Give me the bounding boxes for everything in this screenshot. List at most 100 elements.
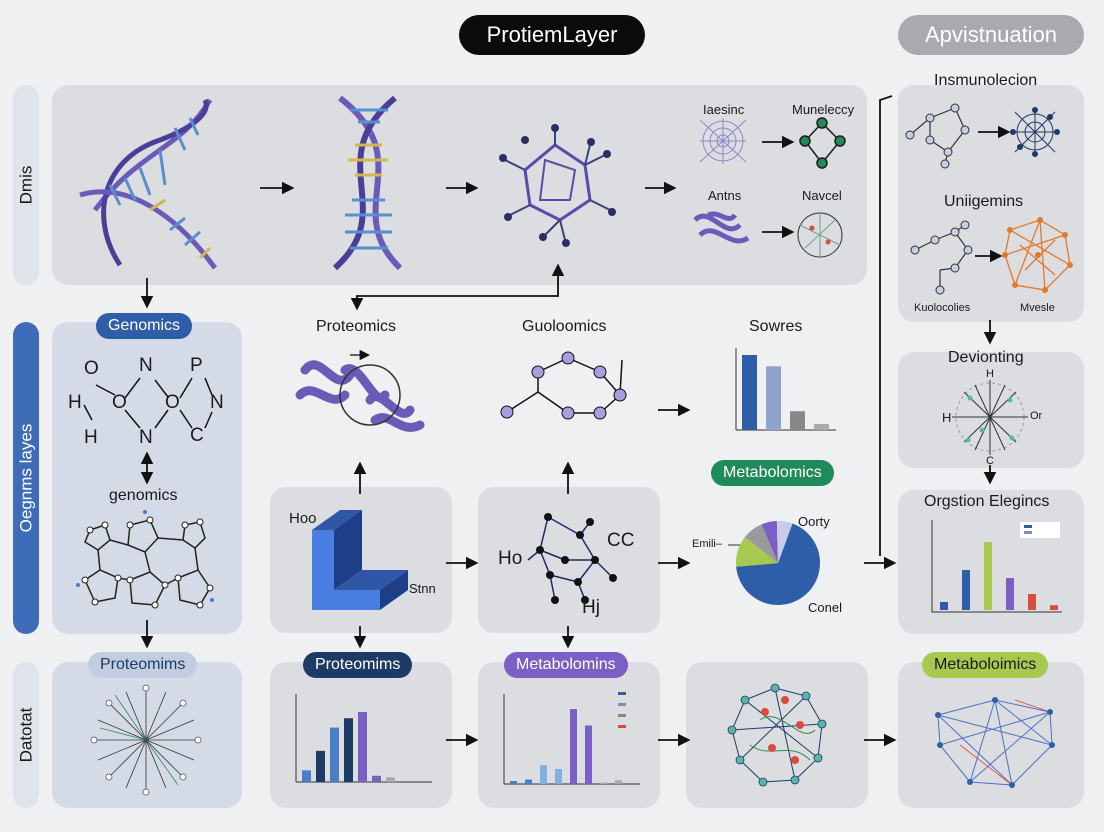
- molecule-label-hj: Hj: [582, 597, 600, 618]
- right-network-1: [909, 107, 966, 165]
- pie-slice: [776, 521, 793, 563]
- genomics-rings-icon: [84, 519, 211, 606]
- row-label-bottom: Datotat: [13, 662, 39, 808]
- radial-label-left: H: [942, 410, 952, 425]
- right-title-2: Uniigemins: [944, 193, 1024, 210]
- proteomics-label: Proteomics: [316, 318, 397, 335]
- chart-bar: [1028, 594, 1036, 610]
- top-row-arrows: [260, 135, 795, 239]
- app-title: ProtiemLayer: [459, 15, 645, 55]
- protein-network-nodes: [499, 124, 616, 247]
- bottom-bar-chart-2: [510, 709, 622, 784]
- right-panel-arrows: [975, 125, 1011, 263]
- bottom-tag-3: Metabolomins: [504, 652, 628, 678]
- atom-p: P: [190, 355, 203, 376]
- mesh-icon-2: [797, 212, 843, 258]
- atom-o-1: O: [84, 358, 99, 379]
- genomics-structure-lines: [83, 377, 213, 429]
- pie-slice: [761, 521, 778, 563]
- genomics-ring-atoms: [81, 516, 214, 609]
- web-network-icon: [937, 699, 1053, 786]
- proteomics-ribbon-outline: [339, 349, 401, 426]
- atom-n-3: N: [139, 427, 153, 448]
- top-label-c: Antns: [708, 188, 742, 203]
- guoloomics-label: Guoloomics: [522, 318, 607, 335]
- bottom-bar-chart-1: [302, 712, 395, 782]
- radial-label-top: H: [986, 368, 994, 380]
- right-title-4: Orgstion Elegincs: [924, 493, 1050, 510]
- atom-o-3: O: [165, 392, 180, 413]
- chart-bar: [555, 769, 562, 784]
- row-label-middle: Oegnms layes: [13, 322, 39, 634]
- chart-bar: [1006, 578, 1014, 610]
- chart-bar: [540, 765, 547, 784]
- chart-bar: [316, 750, 325, 782]
- chart-bar: [600, 782, 607, 784]
- circular-network-icon: [731, 687, 823, 783]
- block-3d-icon: [312, 510, 408, 610]
- side-title: Apvistnuation: [898, 15, 1084, 55]
- chart-bar: [814, 424, 829, 430]
- diamond-network-icon: [799, 117, 846, 169]
- chart-bar: [525, 779, 532, 784]
- atom-h-1: H: [68, 392, 82, 413]
- dna-helix-icon-2: [333, 95, 403, 271]
- radial-label-bottom: C: [986, 455, 994, 467]
- chart-bar: [330, 727, 339, 782]
- right-network-2: [914, 224, 969, 290]
- chart-bar: [962, 570, 970, 610]
- pie-slice: [744, 524, 778, 563]
- pie-slice: [736, 537, 778, 567]
- chart-bar: [585, 725, 592, 784]
- proteomics-connector-arrow: [350, 263, 565, 311]
- atom-n-2: N: [210, 392, 224, 413]
- right-panel-2: [898, 352, 1084, 468]
- row-label-top: Dmis: [13, 85, 39, 285]
- orgstion-legend: [1020, 522, 1060, 538]
- radial-label-right: Or: [1030, 410, 1043, 422]
- top-panel: [52, 85, 867, 285]
- guoloomics-network-nodes: [500, 351, 627, 420]
- chart-bar: [510, 781, 517, 784]
- right-bracket-line: [879, 95, 893, 556]
- molecule-network-lines: [527, 516, 614, 601]
- proteomics-ribbon-icon: [295, 360, 425, 432]
- atom-o-2: O: [112, 392, 127, 413]
- chart-bar: [1050, 605, 1058, 610]
- top-label-b: Muneleccy: [792, 102, 855, 117]
- pie-label-emili: Emili–: [692, 538, 722, 550]
- chart-bar: [790, 411, 805, 430]
- bottom-tag-2: Proteomims: [303, 652, 413, 678]
- sowres-chart: [742, 355, 829, 430]
- pie-slice: [736, 523, 821, 605]
- genomics-text: genomics: [109, 487, 178, 504]
- top-label-a: Iaesinc: [703, 102, 745, 117]
- dna-helix-icon-1: [79, 98, 218, 270]
- orange-mesh-icon: [1004, 219, 1071, 291]
- protein-network-icon: [504, 130, 611, 241]
- bottom-tag-4: Metaboloimics: [922, 652, 1049, 678]
- chart-bar: [372, 775, 381, 782]
- block-label-2: Stnn: [409, 581, 436, 596]
- chart-bar: [570, 709, 577, 784]
- chart-bar: [940, 602, 948, 610]
- metabolomics-tag: Metabolomics: [711, 460, 834, 486]
- genomics-tag: Genomics: [96, 313, 193, 339]
- chart-bar: [358, 712, 367, 782]
- starburst-icon: [94, 688, 198, 792]
- molecule-network-nodes: [536, 513, 617, 604]
- guoloomics-network-lines: [506, 357, 623, 414]
- radial-diagram-icon: [952, 380, 1028, 455]
- chart-bar: [615, 780, 622, 784]
- right-sub-right: Mvesle: [1020, 302, 1055, 314]
- sowres-label: Sowres: [749, 318, 803, 335]
- pie-chart: [736, 521, 821, 605]
- right-title-1: Insmunolecion: [934, 72, 1038, 89]
- right-sub-left: Kuolocolies: [914, 302, 971, 314]
- bottom-tag-1: Proteomims: [88, 652, 198, 678]
- chart-bar: [984, 542, 992, 610]
- chart-bar: [386, 777, 395, 782]
- atom-c: C: [190, 425, 204, 446]
- protein-ribbon-small-icon: [693, 211, 750, 244]
